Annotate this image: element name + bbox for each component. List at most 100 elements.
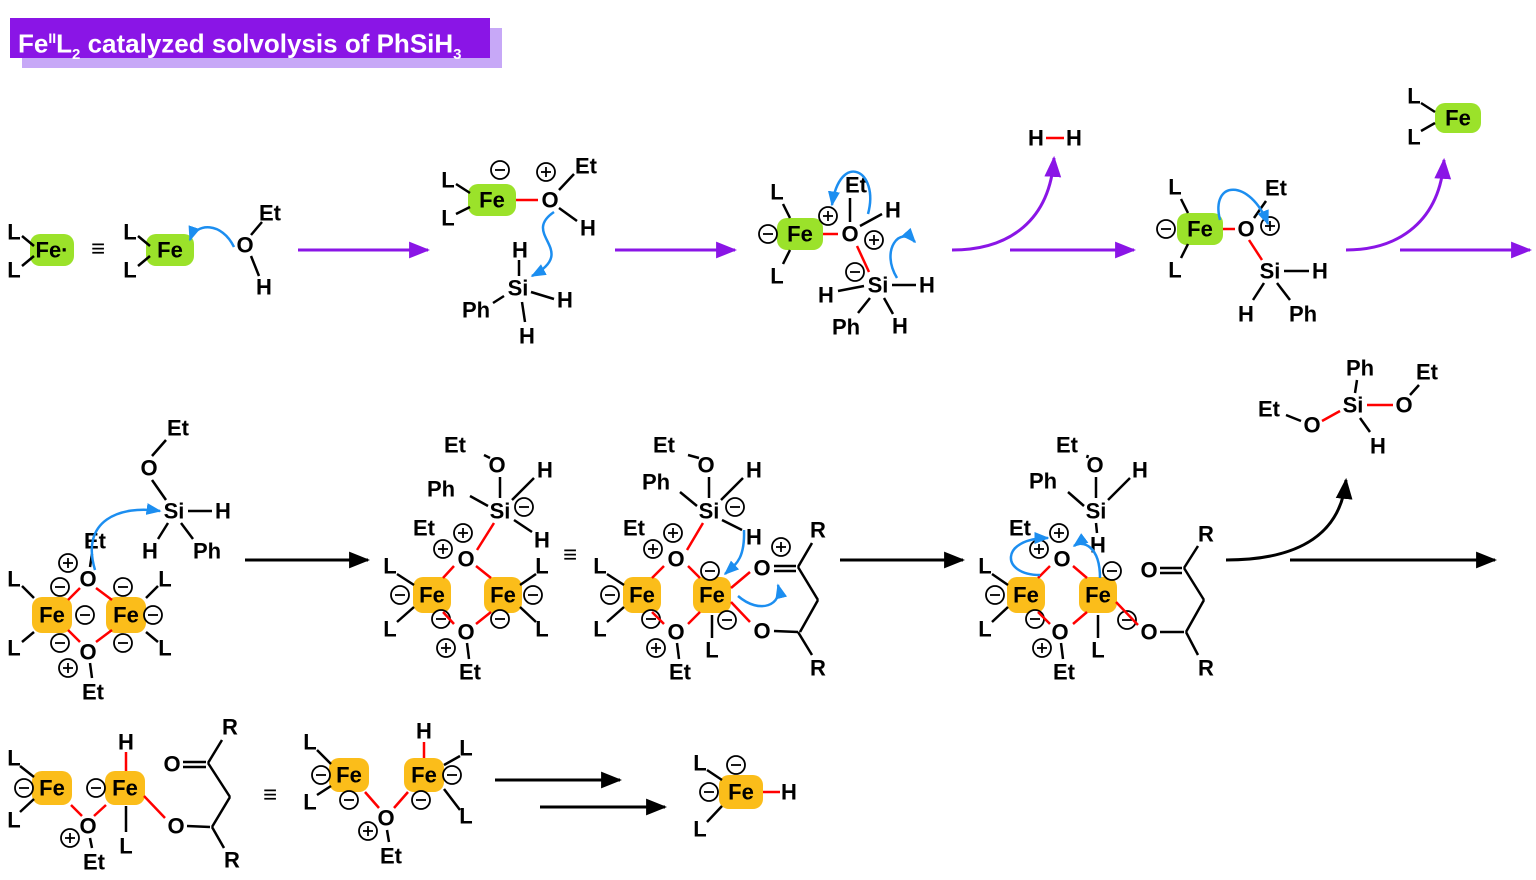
fe-atom: Fe <box>113 603 139 628</box>
atom-label: Et <box>82 680 105 705</box>
atom-label: L <box>303 730 316 755</box>
bond <box>156 522 170 540</box>
electron-flow-arrow <box>90 503 162 571</box>
bond <box>250 221 263 236</box>
atom-label: O <box>488 453 505 478</box>
fe-radical: Fe· <box>36 238 69 263</box>
red-bond <box>442 611 455 625</box>
atom-label: H <box>1370 434 1386 459</box>
atom-label: O <box>236 233 253 258</box>
red-bond <box>475 565 492 579</box>
red-bond <box>1072 611 1088 625</box>
bond <box>796 631 814 656</box>
bond <box>316 784 332 797</box>
red-bond <box>475 611 492 625</box>
atom-label: Et <box>623 516 646 541</box>
atom-label: Et <box>459 660 482 685</box>
bond <box>1059 642 1065 660</box>
atom-label: O <box>753 556 770 581</box>
bond <box>773 629 799 634</box>
red-bond <box>685 522 705 551</box>
bond <box>19 765 35 778</box>
atom-label: Ph <box>462 298 490 323</box>
atom-label: Et <box>259 201 282 226</box>
bond <box>1420 121 1436 133</box>
fe-atom: Fe <box>479 188 505 213</box>
bond <box>150 479 168 501</box>
bond <box>137 235 151 247</box>
atom-label: O <box>377 806 394 831</box>
fe-highlight <box>413 577 451 613</box>
electron-flow-arrow <box>530 210 555 278</box>
bond <box>558 206 578 223</box>
bond <box>249 255 261 277</box>
electron-flow-arrow <box>737 583 788 608</box>
bond <box>1067 491 1085 507</box>
atom-label: Si <box>1343 393 1364 418</box>
atom-label: L <box>383 617 396 642</box>
bond <box>606 606 625 623</box>
bond <box>145 631 159 643</box>
bond <box>483 453 491 460</box>
atom-label: L <box>693 751 706 776</box>
bond <box>520 301 527 323</box>
atom-label: H <box>892 314 908 339</box>
fe-highlight <box>404 758 444 792</box>
bond <box>1179 198 1190 214</box>
atom-label: H <box>781 780 797 805</box>
atom-label: Ph <box>1289 302 1317 327</box>
fe-atom: Fe <box>419 583 445 608</box>
atom-label: O <box>1140 620 1157 645</box>
atom-label: O <box>1303 413 1320 438</box>
atom-label: Et <box>380 844 403 869</box>
fe-highlight <box>693 577 731 613</box>
bond <box>1353 379 1359 394</box>
atom-label: L <box>978 554 991 579</box>
atom-label: H <box>215 499 231 524</box>
bond <box>1094 522 1099 534</box>
atom-label: O <box>163 752 180 777</box>
bond <box>455 205 471 216</box>
red-bond <box>1072 565 1088 579</box>
fe-highlight <box>146 234 194 266</box>
atom-label: Si <box>164 499 185 524</box>
equivalence-symbol: ≡ <box>263 782 277 809</box>
atom-label: Ph <box>193 539 221 564</box>
atom-label: L <box>535 554 548 579</box>
atom-label: L <box>1407 84 1420 109</box>
atom-label: R <box>224 848 240 873</box>
atom-label: H <box>534 528 550 553</box>
fe-atom: Fe <box>1085 583 1111 608</box>
atom-label: L <box>1091 638 1104 663</box>
atom-label: Et <box>84 529 107 554</box>
fe-atom: Fe <box>728 780 754 805</box>
bond <box>720 477 744 501</box>
atom-label: H <box>557 288 573 313</box>
atom-label: Ph <box>1346 356 1374 381</box>
atom-label: Et <box>575 154 598 179</box>
fe-highlight <box>106 597 146 633</box>
red-bond <box>855 245 871 273</box>
atom-label: Et <box>1265 176 1288 201</box>
atom-label: H <box>1090 533 1106 558</box>
atom-label: L <box>705 638 718 663</box>
atom-label: Si <box>490 499 511 524</box>
bond <box>991 606 1009 623</box>
red-bond <box>70 804 83 817</box>
h2-atom: H <box>1028 126 1044 151</box>
atom-label: O <box>667 547 684 572</box>
red-bond <box>475 522 496 551</box>
bond <box>1179 243 1190 259</box>
atom-label: Et <box>167 416 190 441</box>
bond <box>21 255 35 267</box>
atom-label: L <box>7 220 20 245</box>
atom-label: L <box>123 220 136 245</box>
bond <box>396 606 415 623</box>
atom-label: O <box>79 640 96 665</box>
bond <box>210 826 226 849</box>
fe-highlight <box>1079 577 1117 613</box>
bond <box>1251 282 1266 301</box>
atom-label: H <box>512 238 528 263</box>
atom-label: O <box>457 547 474 572</box>
bond <box>796 542 814 568</box>
